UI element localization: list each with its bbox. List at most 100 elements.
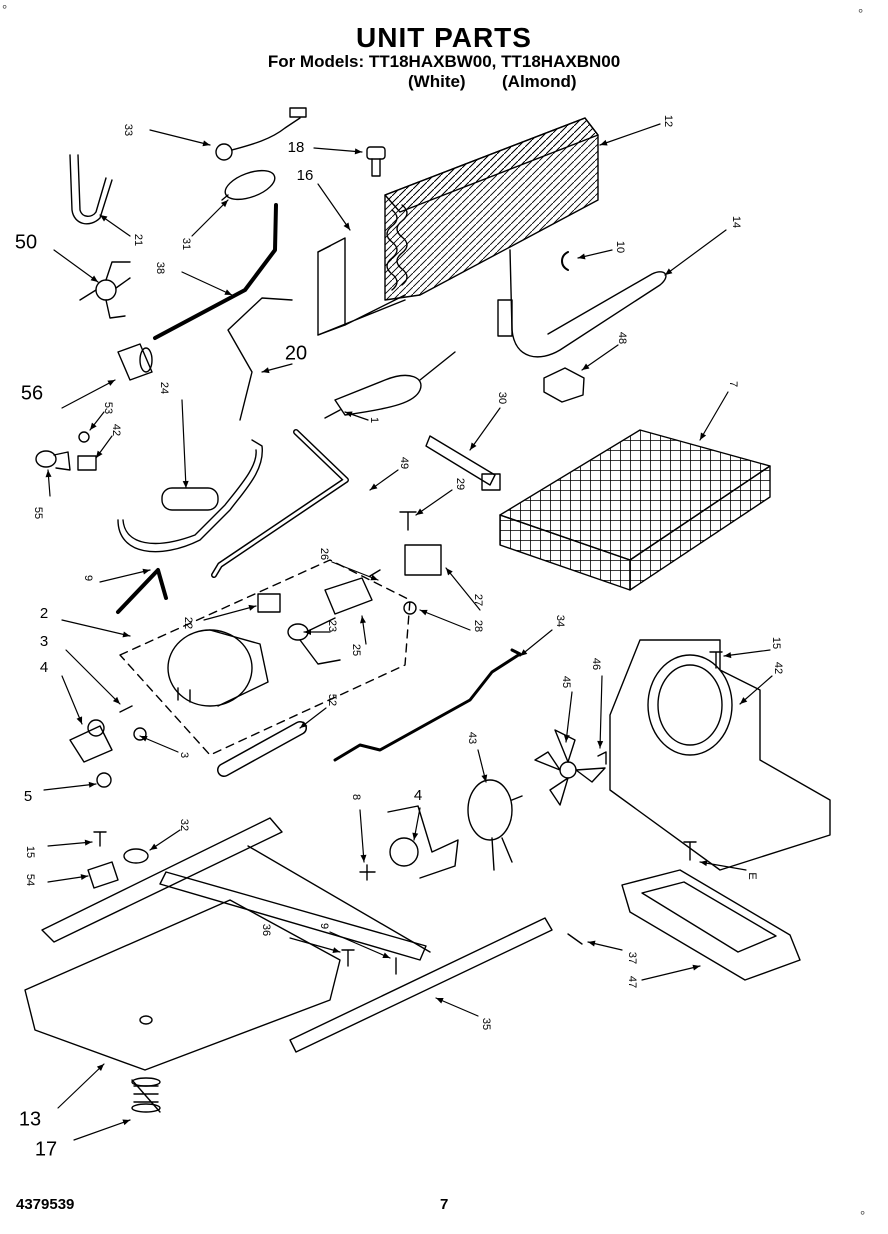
leader-arrow-23 [304, 629, 311, 635]
condenser-bracket-part [317, 237, 406, 336]
leader-arrow-54 [80, 874, 88, 881]
evaporator-part [499, 429, 771, 591]
callout-16: 16 [297, 167, 314, 184]
callout-25: 25 [350, 644, 362, 656]
callout-42: 42 [110, 424, 122, 436]
leader-line-30 [469, 407, 501, 451]
fan-motor-part [467, 779, 523, 871]
leader-arrow-46 [597, 740, 604, 748]
callout-15: 15 [770, 637, 782, 649]
leader-arrow-4 [412, 832, 419, 840]
page-number: 7 [440, 1196, 449, 1213]
callout-23: 23 [326, 620, 338, 632]
leader-line-7 [699, 391, 729, 441]
leader-arrow-28 [420, 609, 428, 616]
suction-line-part [117, 439, 263, 553]
leader-arrow-1 [345, 411, 353, 418]
drier-1-part [324, 351, 456, 419]
leader-arrow-29 [416, 508, 424, 515]
document-number: 4379539 [16, 1196, 75, 1213]
callout-22: 22 [182, 617, 194, 629]
leader-line-15 [723, 649, 771, 657]
callout-20: 20 [285, 342, 307, 364]
callout-43: 43 [466, 732, 478, 744]
leader-line-28 [419, 609, 471, 631]
leader-arrow-49 [370, 483, 378, 490]
leader-line-17 [73, 1119, 131, 1141]
defrost-heater-part [497, 249, 667, 358]
clamp-parts [87, 848, 149, 889]
thermal-fuse-part [215, 107, 307, 161]
leader-arrow-43 [481, 774, 488, 782]
leader-arrow-2 [122, 631, 130, 638]
leader-arrow-3 [112, 696, 120, 704]
leader-arrow-E [700, 860, 708, 867]
callout-34: 34 [554, 615, 566, 627]
leader-line-13 [57, 1063, 105, 1109]
leader-line-24 [181, 399, 187, 489]
leader-line-56 [61, 379, 116, 409]
leader-line-50 [53, 249, 99, 283]
connector-55-part [35, 450, 71, 471]
callout-8: 8 [350, 794, 362, 800]
capillary-20-part [227, 297, 293, 421]
callout-30: 30 [496, 392, 508, 404]
diagram-title: UNIT PARTS [356, 22, 532, 53]
callout-15: 15 [24, 846, 36, 858]
callout-13: 13 [19, 1108, 41, 1130]
callout-14: 14 [730, 216, 742, 228]
leader-arrow-36 [332, 947, 340, 954]
compressor-group-outline [119, 559, 411, 756]
leader-line-26 [331, 561, 379, 581]
leader-line-42 [739, 675, 773, 705]
leader-arrow-20 [262, 367, 270, 374]
leader-line-48 [581, 344, 619, 371]
leader-line-29 [415, 489, 453, 516]
leader-line-5 [43, 783, 97, 791]
leader-arrow-10 [578, 253, 586, 260]
leader-arrow-52 [300, 721, 308, 728]
leader-arrow-47 [692, 964, 700, 971]
leader-line-38 [181, 271, 233, 296]
leader-line-45 [565, 691, 573, 743]
callout-38: 38 [154, 262, 166, 274]
leader-line-35 [435, 997, 479, 1017]
leader-line-9 [329, 931, 391, 959]
leader-arrow-4 [76, 716, 83, 724]
callout-27: 27 [472, 594, 484, 606]
leader-arrow-55 [45, 470, 52, 478]
leader-arrow-5 [88, 781, 96, 788]
callout-45: 45 [560, 676, 572, 688]
tube-38-part [153, 203, 278, 340]
sleeve-56-part [117, 343, 153, 381]
callout-10: 10 [614, 241, 626, 253]
leader-arrow-31 [220, 200, 228, 208]
condenser-part [384, 117, 599, 301]
leader-arrow-12 [600, 139, 608, 146]
callout-36: 36 [260, 924, 272, 936]
leader-line-12 [599, 123, 661, 146]
callout-4: 4 [414, 787, 422, 804]
leader-arrow-33 [202, 140, 210, 147]
leader-line-36 [289, 937, 341, 953]
leader-arrow-48 [582, 363, 590, 370]
callout-47: 47 [626, 976, 638, 988]
callout-3: 3 [178, 752, 190, 758]
tie-strap-part [425, 435, 501, 491]
fan-bracket-part [609, 639, 831, 871]
callout-53: 53 [102, 402, 114, 414]
callout-12: 12 [662, 115, 674, 127]
callout-24: 24 [158, 382, 170, 394]
leader-arrow-32 [150, 843, 158, 850]
variant-almond: (Almond) [502, 72, 577, 91]
leader-arrow-42 [740, 697, 748, 704]
filter-31-part [221, 169, 276, 201]
block-48-part [543, 367, 585, 403]
callout-21: 21 [132, 234, 144, 246]
leader-arrow-50 [90, 275, 98, 282]
mounting-rails-part [41, 817, 553, 1053]
leader-arrow-9 [382, 952, 390, 958]
leader-arrow-3 [140, 735, 148, 742]
